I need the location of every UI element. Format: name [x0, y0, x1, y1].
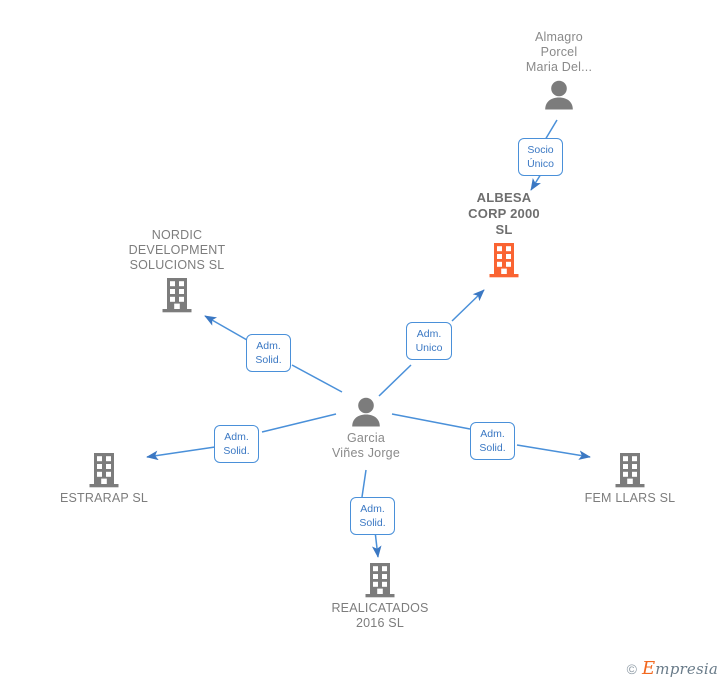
edge-label-socio-unico[interactable]: Socio Único	[518, 138, 563, 176]
building-icon	[89, 453, 119, 488]
edge-line-garcia-to-femllars-chip	[391, 413, 471, 430]
edge-line-owner-to-chip	[544, 119, 558, 141]
node-company-nordic-development-solucions-sl[interactable]: NORDIC DEVELOPMENT SOLUCIONS SL	[97, 228, 257, 313]
node-label-fem-llars-sl: FEM LLARS SL	[584, 491, 676, 505]
edge-line-garcia-to-nordic-chip	[291, 364, 343, 393]
edge-line-garcia-to-estrarap-chip	[261, 413, 337, 433]
brand-initial: E	[641, 658, 656, 679]
brand-rest: mpresia	[655, 660, 718, 678]
edge-line-femllars-chip-to-femllars	[516, 444, 591, 460]
edge-label-adm-solid-estrarap[interactable]: Adm. Solid.	[214, 425, 259, 463]
node-company-fem-llars-sl[interactable]: FEM LLARS SL	[550, 452, 710, 506]
brand-wordmark: Empresia	[641, 658, 718, 679]
person-icon	[352, 397, 380, 427]
edge-line-chip-to-albesa	[530, 173, 542, 191]
node-person-almagro-porcel[interactable]: Almagro Porcel Maria Del...	[479, 30, 639, 111]
node-label-estrarap-sl: ESTRARAP SL	[59, 491, 149, 505]
edge-line-realicatados-chip-to-realicatados	[371, 530, 382, 558]
building-icon	[162, 278, 192, 313]
edge-label-adm-solid-femllars[interactable]: Adm. Solid.	[470, 422, 515, 460]
building-icon-focus	[489, 243, 519, 278]
building-icon	[365, 563, 395, 598]
edge-label-adm-solid-realicatados[interactable]: Adm. Solid.	[350, 497, 395, 535]
watermark-empresia: © Empresia	[622, 658, 722, 679]
copyright-icon: ©	[626, 661, 637, 677]
edge-label-adm-unico[interactable]: Adm. Unico	[406, 322, 452, 360]
node-label-albesa-corp-2000-sl: ALBESA CORP 2000 SL	[468, 190, 540, 237]
node-company-estrarap-sl[interactable]: ESTRARAP SL	[24, 452, 184, 506]
edge-line-unico-chip-to-albesa	[451, 289, 485, 322]
node-label-realicatados-2016-sl: REALICATADOS 2016 SL	[331, 601, 429, 630]
edge-line-estrarap-chip-to-estrarap	[146, 446, 216, 461]
edge-label-adm-solid-nordic[interactable]: Adm. Solid.	[246, 334, 291, 372]
node-company-albesa-corp-2000-sl[interactable]: ALBESA CORP 2000 SL	[424, 190, 584, 278]
node-label-almagro-porcel: Almagro Porcel Maria Del...	[525, 30, 593, 74]
node-label-nordic-development-solucions-sl: NORDIC DEVELOPMENT SOLUCIONS SL	[128, 228, 226, 272]
edge-line-garcia-to-realicatados-chip	[361, 469, 367, 498]
node-label-garcia-vines-jorge: Garcia Viñes Jorge	[332, 431, 400, 460]
person-icon	[545, 80, 573, 110]
edge-line-nordic-chip-to-nordic	[204, 315, 248, 341]
building-icon	[615, 453, 645, 488]
edge-line-garcia-to-unico-chip	[378, 364, 412, 397]
node-company-realicatados-2016-sl[interactable]: REALICATADOS 2016 SL	[300, 562, 460, 631]
node-person-garcia-vines-jorge[interactable]: Garcia Viñes Jorge	[286, 396, 446, 461]
